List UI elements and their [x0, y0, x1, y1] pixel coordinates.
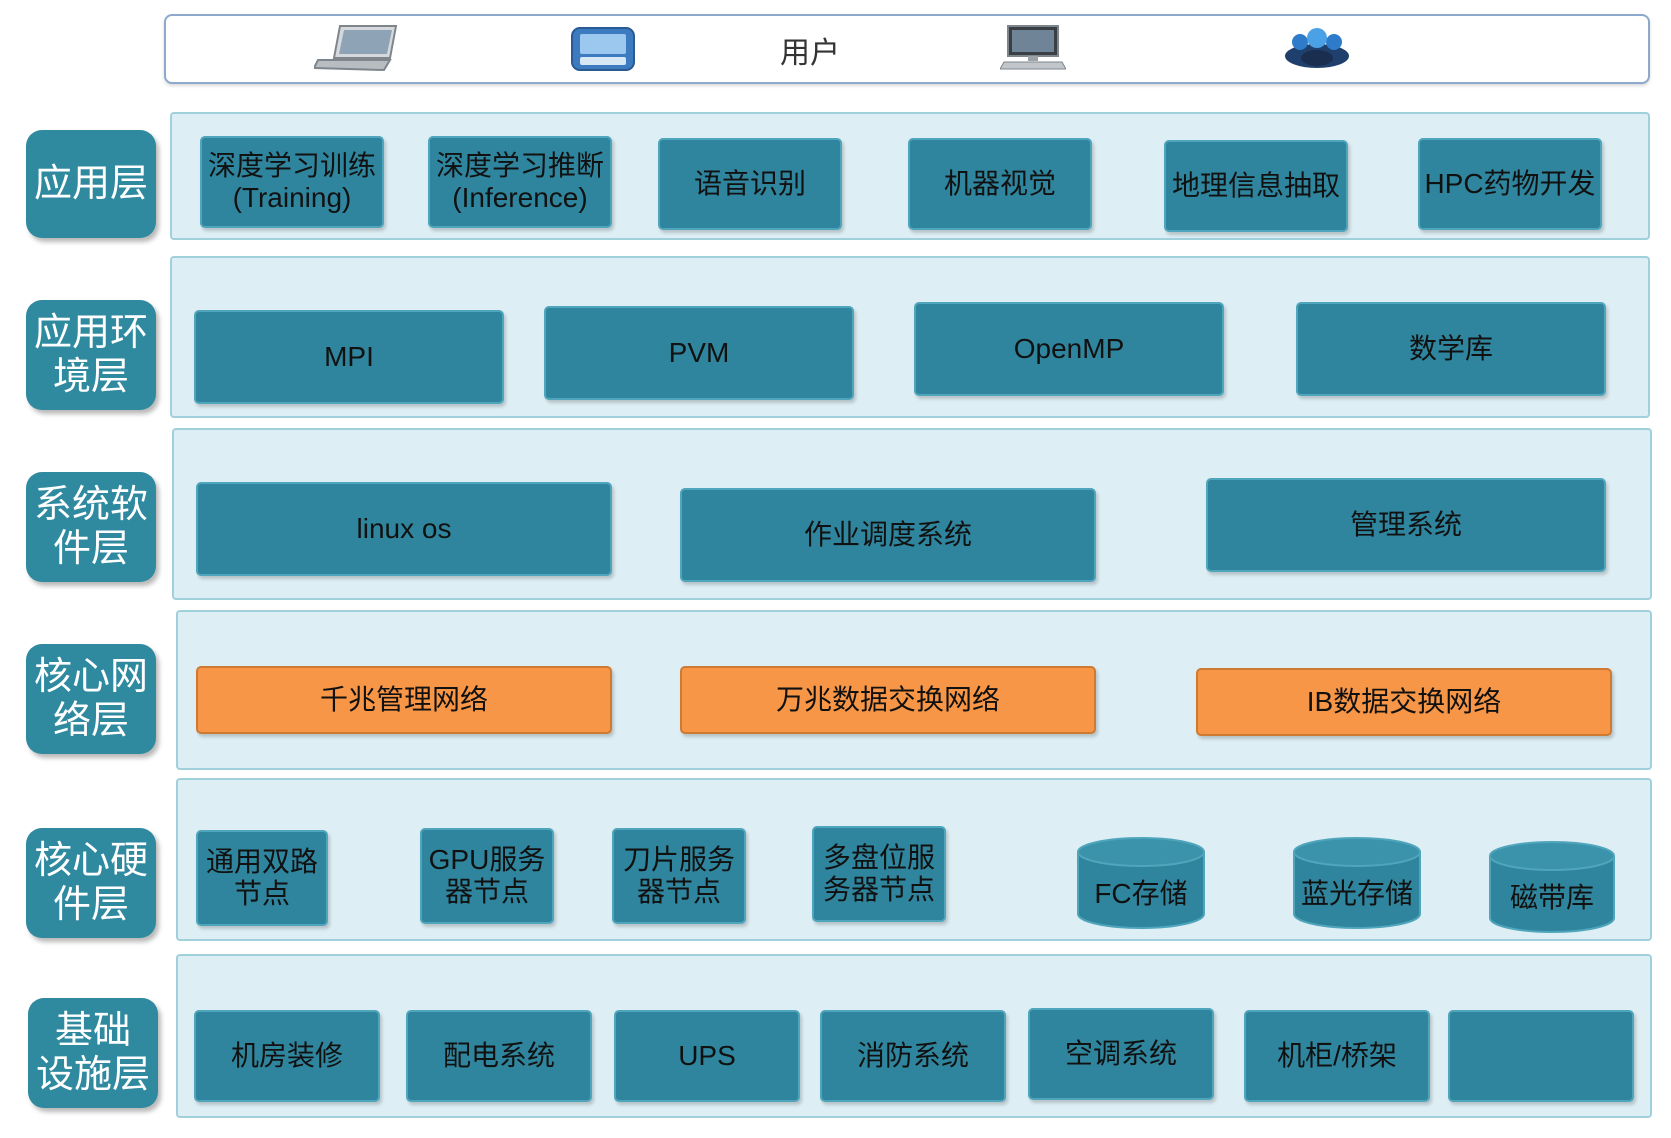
infra-fire-protection: 消防系统 — [820, 1010, 1006, 1102]
layer-label-core-network: 核心网 络层 — [26, 644, 156, 754]
app-hpc-drug-development: HPC药物开发 — [1418, 138, 1602, 230]
bluray-storage-cylinder-icon — [1293, 837, 1421, 929]
hw-gpu-server-node: GPU服务 器节点 — [420, 828, 554, 924]
users-label: 用户 — [780, 37, 840, 70]
net-gigabit-management: 千兆管理网络 — [196, 666, 612, 734]
app-speech-recognition: 语音识别 — [658, 138, 842, 230]
net-10gig-data-exchange: 万兆数据交换网络 — [680, 666, 1096, 734]
app-deep-learning-inference: 深度学习推断 (Inference) — [428, 136, 612, 228]
infra-air-conditioning: 空调系统 — [1028, 1008, 1214, 1100]
bluray-storage-label: 蓝光存储 — [1300, 878, 1413, 909]
layer-label-system-software: 系统软 件层 — [26, 472, 156, 582]
layer-label-application: 应用层 — [26, 130, 156, 238]
sys-job-scheduler: 作业调度系统 — [680, 488, 1096, 582]
hw-dual-socket-node: 通用双路 节点 — [196, 830, 328, 926]
hw-multi-disk-server-node: 多盘位服 务器节点 — [812, 826, 946, 922]
tape-library-label: 磁带库 — [1509, 882, 1594, 913]
app-geo-info-extraction: 地理信息抽取 — [1164, 140, 1348, 232]
env-pvm: PVM — [544, 306, 854, 400]
infra-power-distribution: 配电系统 — [406, 1010, 592, 1102]
app-machine-vision: 机器视觉 — [908, 138, 1092, 230]
laptop-icon — [314, 25, 398, 72]
infra-blank-box — [1448, 1010, 1634, 1102]
infra-ups: UPS — [614, 1010, 800, 1102]
fc-storage-label: FC存储 — [1094, 878, 1188, 909]
env-mpi: MPI — [194, 310, 504, 404]
sys-linux-os: linux os — [196, 482, 612, 576]
desktop-computer-icon — [1000, 25, 1066, 70]
infra-machine-room-decoration: 机房装修 — [194, 1010, 380, 1102]
layer-label-runtime-env: 应用环 境层 — [26, 300, 156, 410]
infra-cabinet-tray: 机柜/桥架 — [1244, 1010, 1430, 1102]
layer-label-core-hardware: 核心硬 件层 — [26, 828, 156, 938]
app-deep-learning-training: 深度学习训练 (Training) — [200, 136, 384, 228]
env-openmp: OpenMP — [914, 302, 1224, 396]
fc-storage-cylinder-icon — [1077, 837, 1205, 929]
user-group-icon — [1285, 28, 1349, 68]
net-ib-data-exchange: IB数据交换网络 — [1196, 668, 1612, 736]
sys-management-system: 管理系统 — [1206, 478, 1606, 572]
tablet-icon — [571, 27, 635, 71]
tape-library-cylinder-icon — [1489, 841, 1615, 933]
hw-blade-server-node: 刀片服务 器节点 — [612, 828, 746, 924]
user-bar — [164, 14, 1650, 84]
layer-label-infrastructure: 基础 设施层 — [28, 998, 158, 1108]
env-math-library: 数学库 — [1296, 302, 1606, 396]
